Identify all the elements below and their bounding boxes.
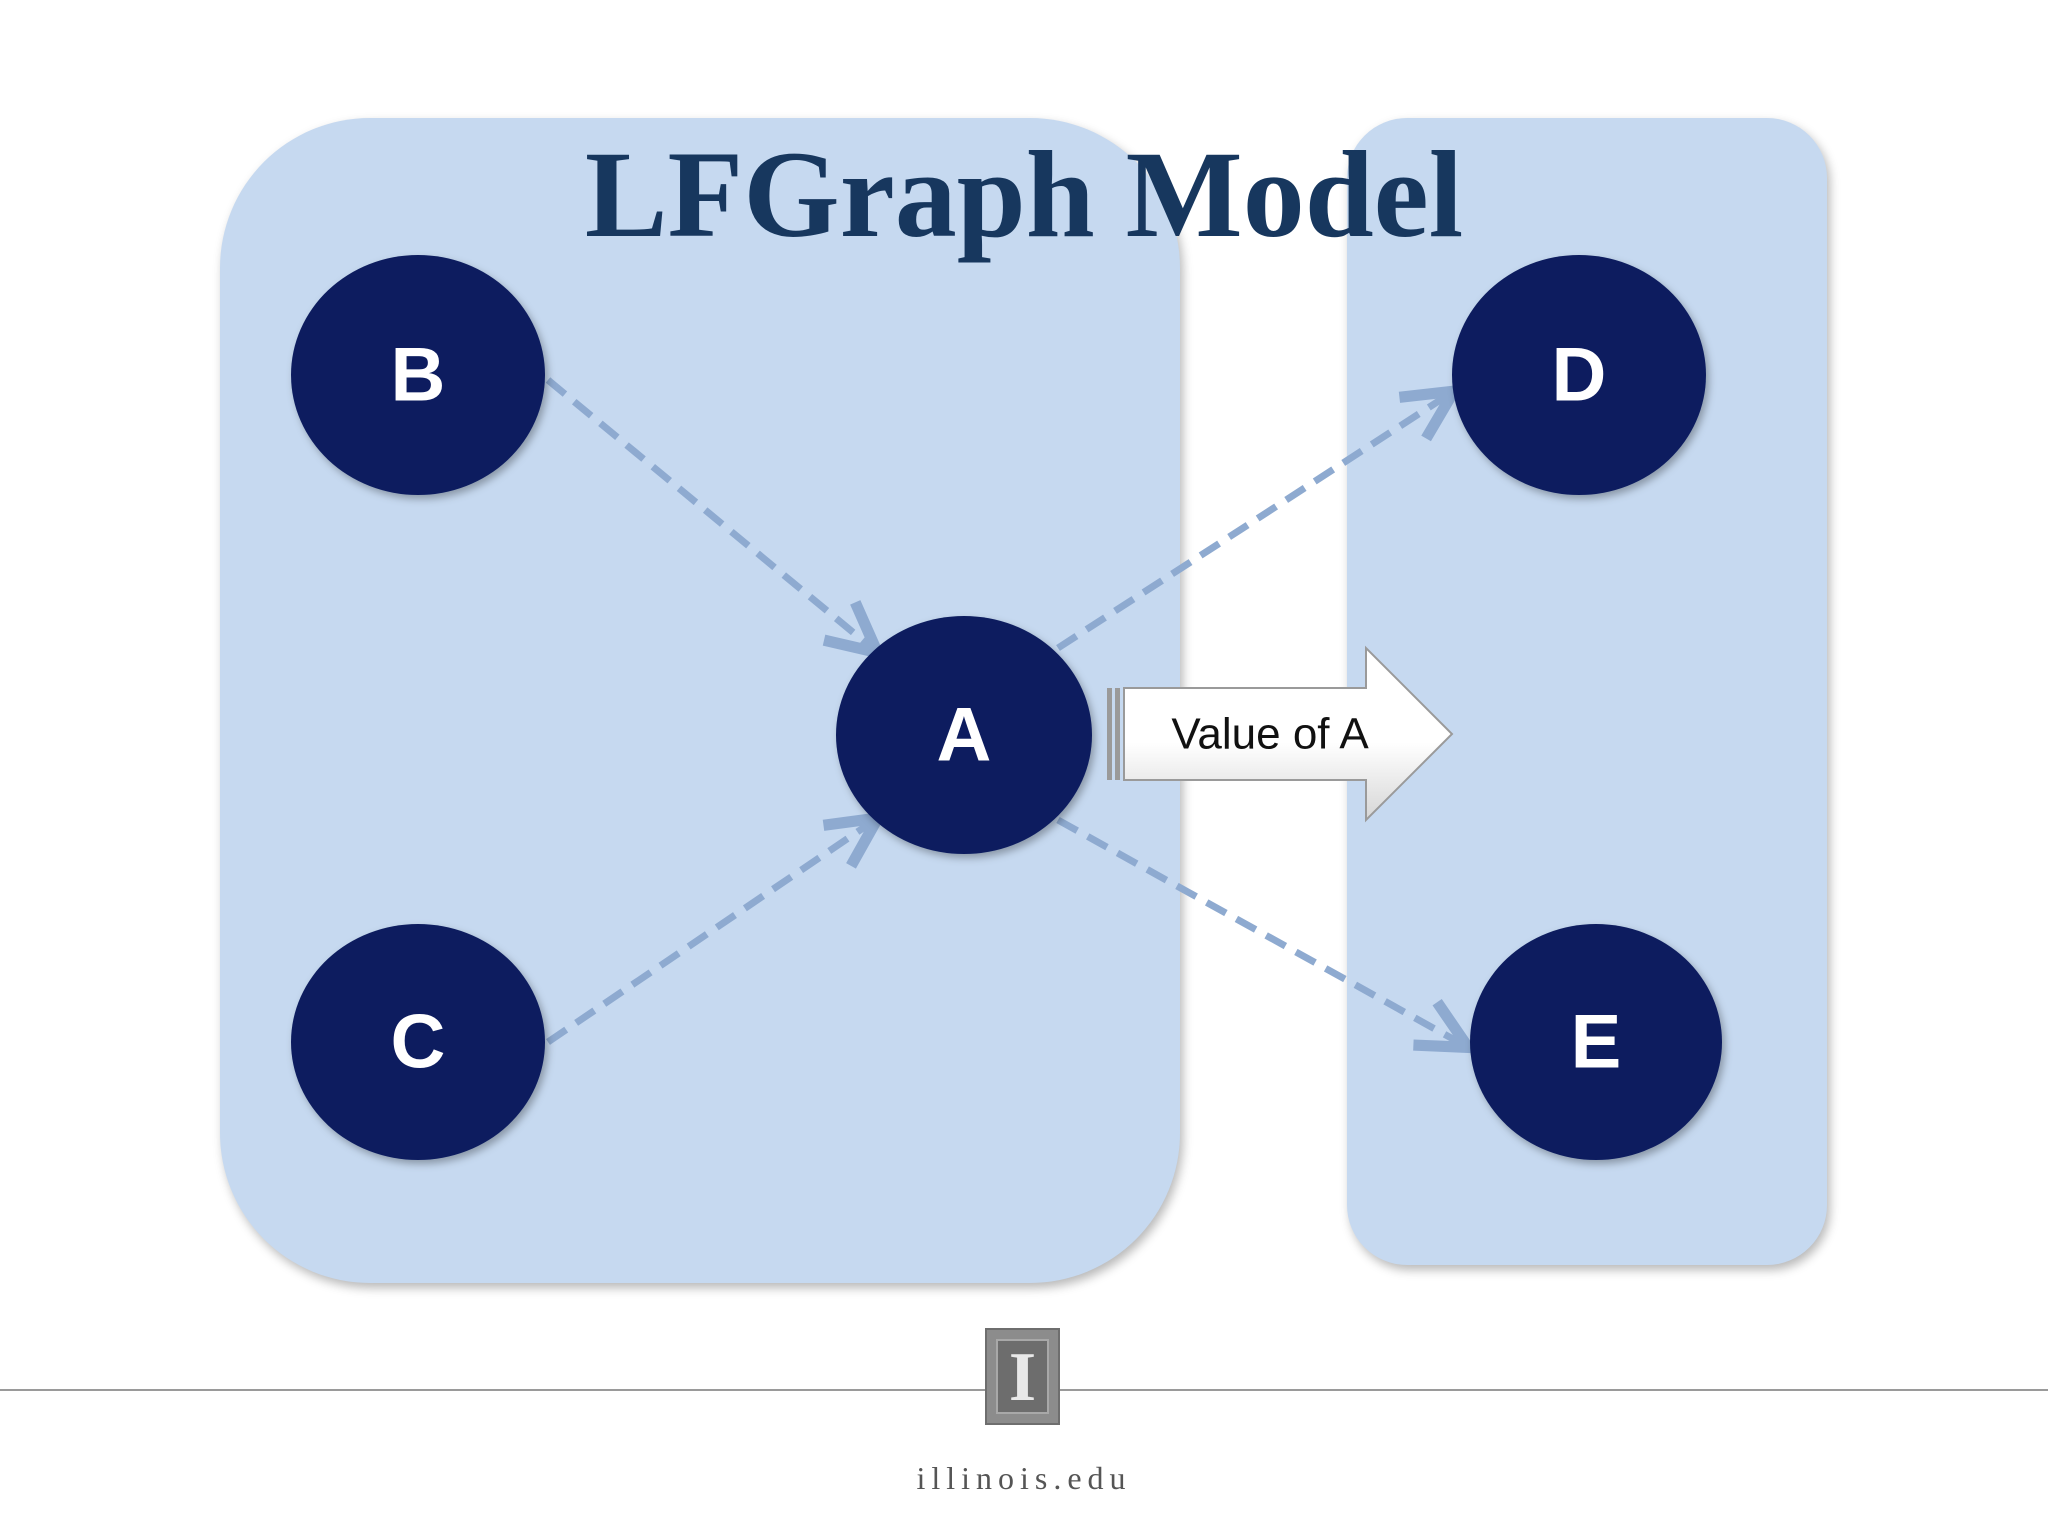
node-b: B <box>291 255 545 495</box>
node-d-circle <box>1452 255 1706 495</box>
node-c-circle <box>291 924 545 1160</box>
illinois-logo-glyph: I <box>1008 1339 1037 1416</box>
slide-title: LFGraph Model <box>584 126 1464 263</box>
edges-group <box>545 377 1480 1054</box>
edge-a-to-e <box>1056 816 1480 1054</box>
node-e-circle <box>1470 924 1722 1160</box>
node-c-label: C <box>391 1000 446 1085</box>
node-a-label: A <box>937 693 992 778</box>
edge-a-to-d <box>1056 384 1465 651</box>
node-d-label: D <box>1552 333 1607 418</box>
node-e: E <box>1470 924 1722 1160</box>
nodes-group: B C A D E <box>291 255 1722 1160</box>
edge-c-to-a <box>546 811 889 1045</box>
footer-domain-text: illinois.edu <box>916 1460 1132 1496</box>
illinois-logo: I <box>985 1328 1060 1425</box>
illinois-logo-inner: I <box>996 1339 1049 1414</box>
transfer-arrow-stripe <box>1107 688 1112 780</box>
node-b-label: B <box>391 333 446 418</box>
transfer-arrow: Value of A <box>1107 645 1454 823</box>
node-a: A <box>836 616 1092 854</box>
node-e-label: E <box>1571 1000 1622 1085</box>
edge-b-to-a <box>545 377 888 661</box>
node-d: D <box>1452 255 1706 495</box>
transfer-arrow-stripe <box>1115 688 1120 780</box>
transfer-arrow-label: Value of A <box>1171 710 1369 759</box>
node-a-circle <box>836 616 1092 854</box>
node-b-circle <box>291 255 545 495</box>
transfer-arrow-body <box>1123 645 1454 823</box>
node-c: C <box>291 924 545 1160</box>
